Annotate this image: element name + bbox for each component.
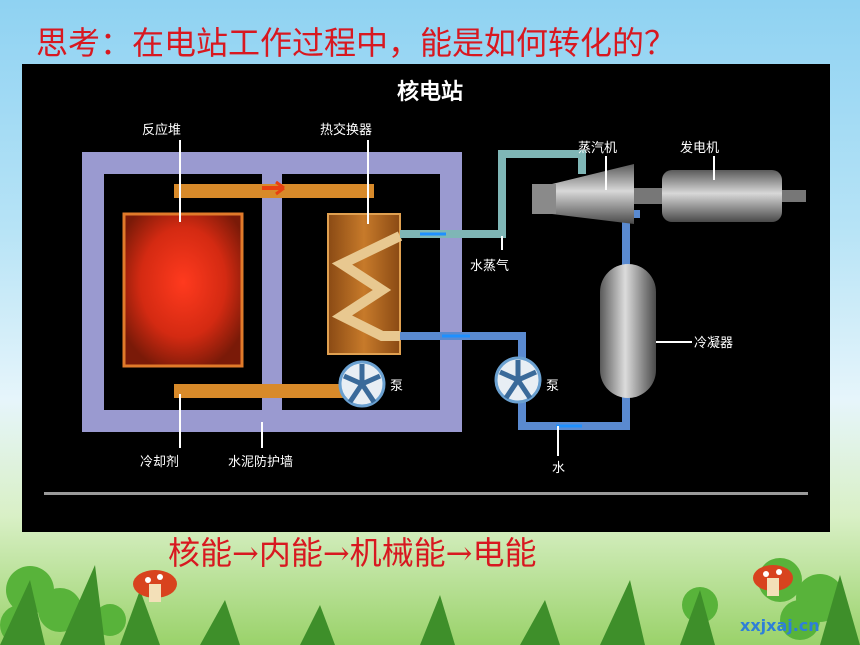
- label-steam: 水蒸气: [470, 258, 509, 274]
- reactor: [122, 212, 244, 368]
- heat-exchanger: [327, 213, 403, 355]
- energy-conversion-answer: 核能→内能→机械能→电能: [168, 534, 537, 572]
- divider: [44, 492, 808, 495]
- question-heading: 思考：在电站工作过程中，能是如何转化的？: [36, 24, 677, 62]
- label-generator: 发电机: [680, 140, 719, 156]
- leader-lines: [179, 140, 715, 456]
- label-turbine: 蒸汽机: [578, 141, 617, 156]
- generator: [634, 170, 806, 222]
- label-wall: 水泥防护墙: [228, 454, 293, 470]
- label-pump-right: 泵: [546, 379, 559, 394]
- clover-decoration: [0, 558, 860, 645]
- diagram-title: 核电站: [397, 79, 463, 105]
- turbine: [532, 164, 634, 224]
- label-heat-exchanger: 热交换器: [320, 122, 372, 138]
- mushroom-icon: [753, 565, 793, 596]
- steam-pipe: [400, 150, 586, 238]
- label-pump-left: 泵: [390, 379, 403, 394]
- label-water: 水: [552, 461, 565, 476]
- label-coolant: 冷却剂: [140, 455, 179, 470]
- coolant-loop: [174, 180, 374, 398]
- condenser: [600, 264, 656, 398]
- label-reactor: 反应堆: [142, 122, 181, 138]
- label-condenser: 冷凝器: [694, 335, 733, 351]
- nuclear-power-diagram: 核电站: [22, 64, 830, 532]
- pump-right-icon: [494, 356, 542, 404]
- pump-left-icon: [338, 360, 386, 408]
- site-watermark: xxjxaj.cn: [740, 616, 820, 635]
- mushroom-icon: [133, 570, 177, 602]
